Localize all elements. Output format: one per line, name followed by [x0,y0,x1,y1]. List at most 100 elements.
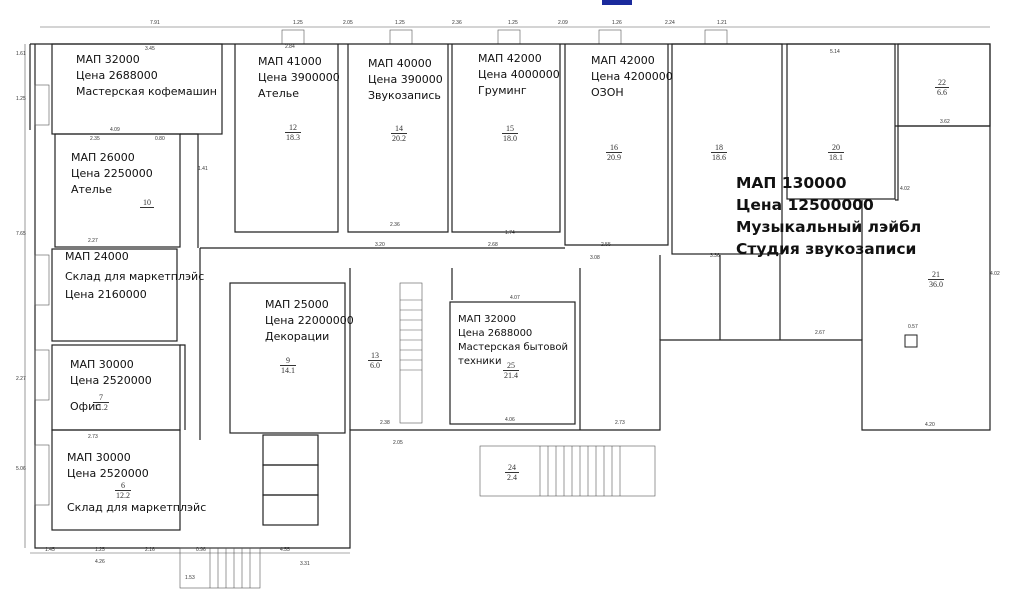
staircase-center [399,282,423,424]
unit-purpose: Груминг [478,84,527,97]
unit-map: МАП 32000 [458,314,516,325]
unit-price: Цена 2160000 [65,288,147,301]
unit-map: МАП 42000 [591,54,655,67]
staircase-bottom [479,445,656,497]
title-fragment [602,0,632,5]
svg-text:3.45: 3.45 [145,46,155,52]
svg-text:1.25: 1.25 [95,547,105,553]
unit-purpose: Мастерская бытовой [458,342,568,353]
unit-price: Цена 2688000 [458,328,533,339]
unit-label-grooming: МАП 42000 Цена 4000000 Груминг [478,51,560,99]
svg-text:4.02: 4.02 [990,271,1000,277]
svg-text:0.80: 0.80 [155,136,165,142]
svg-text:2.27: 2.27 [88,238,98,244]
unit-price: Цена 2520000 [67,467,149,480]
misc-dimensions: 3.45 4.09 2.35 0.80 2.27 1.41 2.84 3.20 … [88,44,1000,446]
svg-text:1.53: 1.53 [185,575,195,581]
unit-label-music-label: МАП 130000 Цена 12500000 Музыкальный лэй… [736,172,921,260]
svg-text:4.02: 4.02 [900,186,910,192]
svg-text:4.55: 4.55 [280,547,290,553]
svg-text:4.20: 4.20 [925,422,935,428]
unit-purpose: Ателье [258,87,299,100]
unit-map: МАП 25000 [265,298,329,311]
svg-text:1.25: 1.25 [16,96,26,102]
unit-purpose: Звукозапись [368,89,441,102]
svg-text:7.65: 7.65 [16,231,26,237]
svg-text:1.25: 1.25 [293,20,303,26]
svg-text:2.05: 2.05 [393,440,403,446]
unit-purpose: ОЗОН [591,86,624,99]
svg-text:1.25: 1.25 [395,20,405,26]
svg-text:2.84: 2.84 [285,44,295,50]
unit-purpose: Склад для маркетплэйс [65,270,205,283]
svg-text:5.14: 5.14 [830,49,840,55]
svg-text:2.36: 2.36 [452,20,462,26]
svg-text:1.41: 1.41 [198,166,208,172]
svg-text:2.05: 2.05 [343,20,353,26]
unit-map: МАП 130000 [736,174,847,192]
svg-text:1.61: 1.61 [16,51,26,57]
svg-text:1.45: 1.45 [45,547,55,553]
svg-text:2.09: 2.09 [558,20,568,26]
unit-price: Цена 390000 [368,73,443,86]
unit-map: МАП 32000 [76,53,140,66]
svg-text:1.26: 1.26 [612,20,622,26]
unit-price: Цена 12500000 [736,196,874,214]
svg-text:2.36: 2.36 [390,222,400,228]
unit-purpose: Офис [70,400,102,413]
svg-text:3.62: 3.62 [940,119,950,125]
svg-text:3.20: 3.20 [375,242,385,248]
svg-text:2.73: 2.73 [88,434,98,440]
corridor-walls [199,125,990,440]
svg-text:2.68: 2.68 [488,242,498,248]
unit-label-office: МАП 30000 Цена 2520000 Офис [70,357,152,415]
unit-label-appliance-workshop: МАП 32000 Цена 2688000 Мастерская бытово… [458,313,568,369]
svg-text:2.24: 2.24 [665,20,675,26]
left-dimensions: 1.61 1.25 7.65 2.27 5.06 [16,51,26,472]
svg-text:4.07: 4.07 [510,295,520,301]
unit-map: МАП 26000 [71,151,135,164]
unit-spacer [70,389,152,399]
unit-label-atelier-top: МАП 41000 Цена 3900000 Ателье [258,54,340,102]
svg-text:1.21: 1.21 [717,20,727,26]
svg-text:2.67: 2.67 [815,330,825,336]
unit-spacer [67,482,206,500]
svg-text:0.96: 0.96 [196,547,206,553]
unit-price: Цена 4000000 [478,68,560,81]
unit-map: МАП 42000 [478,52,542,65]
unit-price: Цена 22000000 [265,314,354,327]
top-dimensions: 7.91 1.25 2.05 1.25 2.36 1.25 2.09 1.26 … [150,20,727,26]
unit-map: МАП 41000 [258,55,322,68]
top-rooms [234,43,991,255]
unit-map: МАП 40000 [368,57,432,70]
left-rooms [51,43,223,531]
left-windows [34,84,50,506]
svg-text:3.31: 3.31 [300,561,310,567]
unit-purpose: Склад для маркетплэйс [67,501,207,514]
svg-text:2.38: 2.38 [380,420,390,426]
svg-text:4.09: 4.09 [110,127,120,133]
unit-purpose-2: техники [458,356,502,367]
unit-price: Цена 2250000 [71,167,153,180]
unit-map: МАП 24000 [65,250,129,263]
unit-purpose: Музыкальный лэйбл [736,218,922,236]
wc-block [262,434,319,526]
svg-text:3.08: 3.08 [590,255,600,261]
svg-text:2.73: 2.73 [615,420,625,426]
svg-text:2.35: 2.35 [90,136,100,142]
unit-purpose: Ателье [71,183,112,196]
unit-label-decorations: МАП 25000 Цена 22000000 Декорации [265,297,354,345]
unit-purpose-2: Студия звукозаписи [736,240,917,258]
svg-text:7.91: 7.91 [150,20,160,26]
outer-walls [29,43,991,549]
